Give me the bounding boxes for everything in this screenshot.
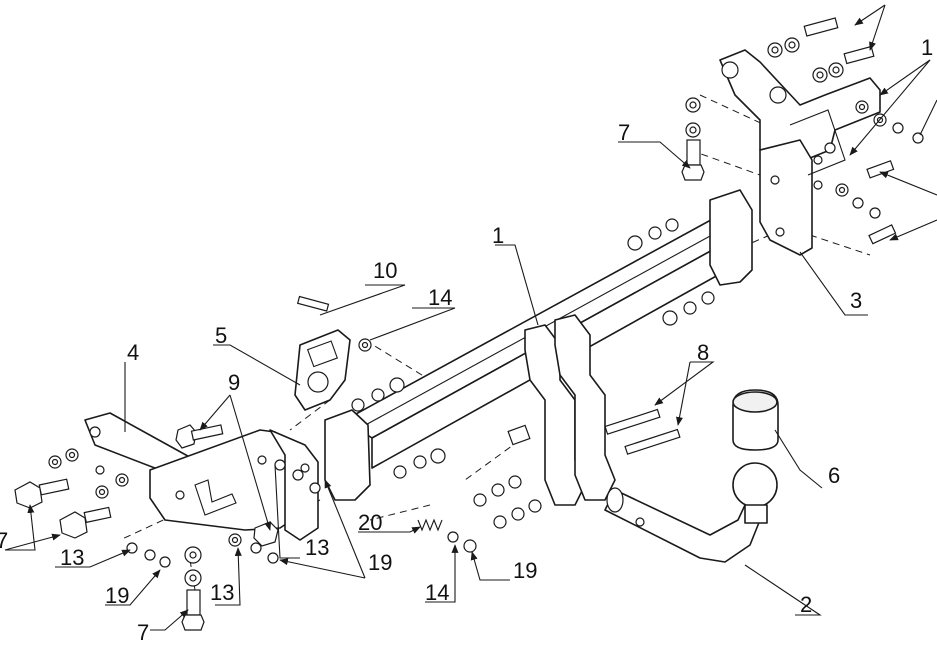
callout-14-top: 14 <box>428 285 452 310</box>
callout-14-bottom: 14 <box>425 580 449 605</box>
callout-10: 10 <box>373 258 397 283</box>
cross-beam <box>324 189 753 506</box>
callout-6: 6 <box>828 463 840 488</box>
callout-3: 3 <box>850 288 862 313</box>
callout-8: 8 <box>697 340 709 365</box>
left-side-bracket <box>84 412 319 541</box>
callout-19-mid: 19 <box>368 550 392 575</box>
callout-7-bottom: 7 <box>137 620 149 645</box>
callout-1: 1 <box>492 223 504 248</box>
callout-20: 20 <box>358 510 382 535</box>
socket-plate <box>294 329 351 411</box>
tow-ball-neck <box>604 462 778 563</box>
callout-leaders <box>4 4 937 631</box>
ball-cap <box>732 389 779 451</box>
callout-4: 4 <box>127 340 139 365</box>
callout-13-left: 13 <box>60 545 84 570</box>
callout-13-bottom: 13 <box>210 580 234 605</box>
callout-19-left: 19 <box>105 583 129 608</box>
callout-labels: 1 1 2 3 4 5 6 7 7 7 8 9 10 13 13 13 14 1… <box>0 35 933 645</box>
callout-2: 2 <box>800 592 812 617</box>
callout-7-top: 7 <box>618 120 630 145</box>
callout-5: 5 <box>215 323 227 348</box>
callout-1-top-right: 1 <box>921 35 933 60</box>
callout-7-left: 7 <box>0 528 8 553</box>
hardware <box>14 17 924 631</box>
callout-9: 9 <box>228 370 240 395</box>
callout-13-mid: 13 <box>305 535 329 560</box>
callout-19-right: 19 <box>513 558 537 583</box>
right-side-bracket <box>719 49 881 256</box>
